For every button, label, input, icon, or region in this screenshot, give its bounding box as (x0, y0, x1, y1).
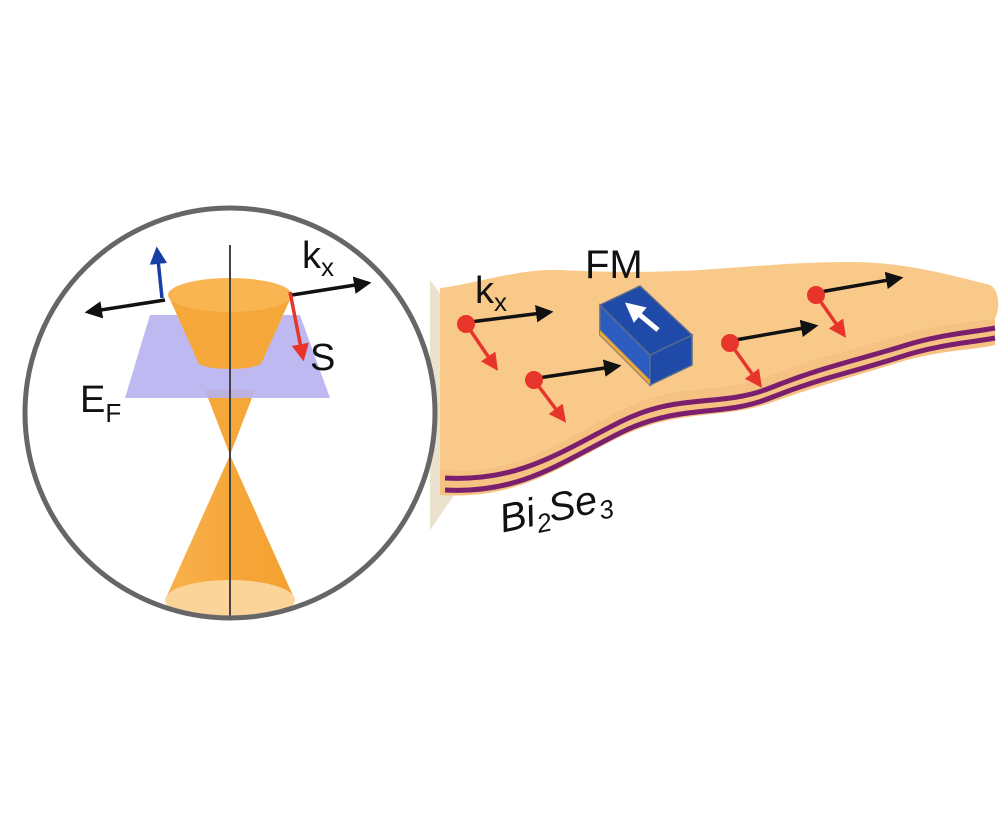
surface-electrons (457, 271, 904, 423)
dirac-cone-inset: kx S EF (22, 205, 438, 621)
kx-arrow-right (291, 276, 372, 297)
fm-substrate-strip (600, 330, 650, 385)
electron-1 (457, 305, 554, 371)
momentum-arrow (819, 271, 904, 294)
film-side (440, 318, 995, 496)
electron-dot-icon (721, 334, 739, 352)
ferromagnet-contact (598, 285, 694, 387)
momentum-arrow (734, 319, 819, 342)
in-plane-spin-arrow (288, 291, 309, 362)
electron-dot-icon (457, 315, 475, 333)
momentum-arrow (469, 305, 554, 324)
electron-2 (525, 359, 622, 423)
film-stripe-1 (444, 325, 996, 481)
momentum-arrow (537, 359, 622, 380)
fermi-energy-label: EF (80, 379, 121, 428)
material-label: Bi2Se3 (495, 475, 617, 547)
magnetization-arrow-icon (624, 302, 660, 332)
electron-4 (807, 271, 904, 338)
inset-border (22, 205, 438, 621)
fm-label: FM (585, 243, 643, 287)
electron-dot-icon (525, 371, 543, 389)
electron-dot-icon (807, 286, 825, 304)
kx-arrow-left (84, 298, 166, 319)
out-of-plane-spin-arrow (149, 246, 168, 299)
bi2se3-film (440, 262, 999, 496)
film-stripe-2 (444, 335, 996, 493)
spin-label: S (310, 337, 335, 379)
electron-3 (721, 319, 819, 388)
kx-label-inset: kx (302, 235, 334, 282)
film-top-surface (440, 262, 999, 471)
kx-label-film: kx (475, 270, 507, 317)
